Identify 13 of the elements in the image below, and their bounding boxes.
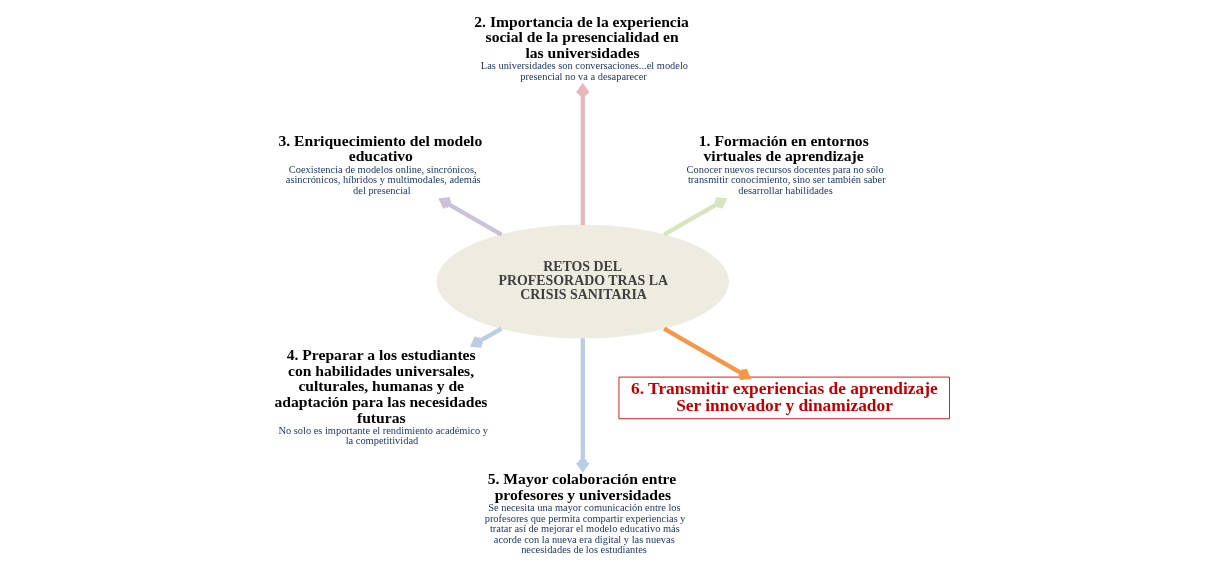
arrow bbox=[471, 326, 503, 348]
node-text: 2. Importancia de la experiencia social de la presencialidad en las universidades Las universidades son conversaciones...el modelo presencial no va a desaparecer bbox=[474, 12, 689, 82]
node-text: 4. Preparar a los estudiantes con habilidades universales, culturales, humanas y de adaptación para las necesidades futuras No solo es importante el rendimiento académico y la competitividad bbox=[274, 346, 488, 447]
arrow bbox=[575, 84, 590, 225]
node-text: 1. Formación en entornos virtuales de aprendizaje Conocer nuevos recursos docentes para no sólo transmitir conocimiento, sino ser también saber desarrollar habilidades bbox=[686, 131, 886, 196]
node-text: 3. Enriquecimiento del modelo educativo Coexistencia de modelos online, sincrónicos, asincrónicos, híbridos y multimodales, además del presencial bbox=[278, 131, 483, 196]
arrow bbox=[663, 326, 751, 380]
arrow bbox=[575, 338, 590, 472]
node-ellipse: RETOS DEL PROFESORADO TRAS LA CRISIS SANITARIA bbox=[436, 224, 730, 339]
node-box: 6. Transmitir experiencias de aprendizaje Ser innovador y dinamizador bbox=[618, 376, 950, 420]
node-text: 5. Mayor colaboración entre profesores y universidades Se necesita una mayor comunicación entre los profesores que permita compartir experiencias y tratar así de mejorar el modelo educativo más acorde con la nueva era digital y las nuevas necesidades de los estudiantes bbox=[484, 470, 686, 555]
arrow bbox=[663, 197, 727, 237]
arrow bbox=[439, 197, 503, 237]
